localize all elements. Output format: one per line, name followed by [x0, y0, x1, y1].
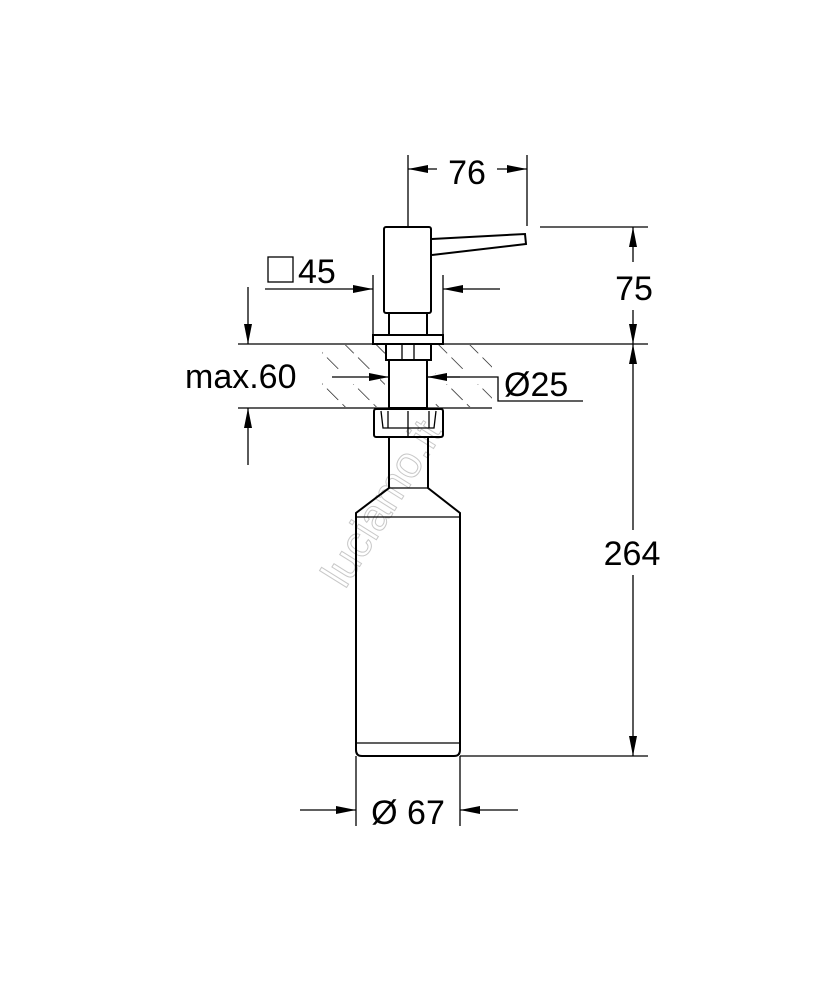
dimension-label: 45 — [298, 253, 336, 291]
dimension-label: 264 — [604, 535, 661, 573]
dimension-head-square: 45 — [265, 253, 500, 335]
bottle — [355, 437, 461, 757]
dimension-bottle-diameter: Ø 67 — [300, 756, 518, 832]
dimension-spout-reach: 76 — [407, 154, 528, 227]
dimension-label: Ø 67 — [371, 794, 445, 832]
square-symbol-icon — [267, 256, 294, 283]
dimension-label: max.60 — [185, 358, 297, 396]
dimension-label: 76 — [448, 154, 486, 192]
mounting-nut — [373, 408, 444, 438]
dimension-head-height: 75 — [540, 226, 653, 344]
dimension-below-counter: 264 — [460, 344, 661, 757]
watermark: luciamo.it — [312, 412, 452, 596]
dimension-hole-diameter: Ø25 — [330, 366, 583, 404]
dimension-label: 75 — [615, 270, 653, 308]
dimension-label: Ø25 — [504, 366, 568, 404]
dimension-max-countertop: max.60 — [185, 287, 297, 465]
